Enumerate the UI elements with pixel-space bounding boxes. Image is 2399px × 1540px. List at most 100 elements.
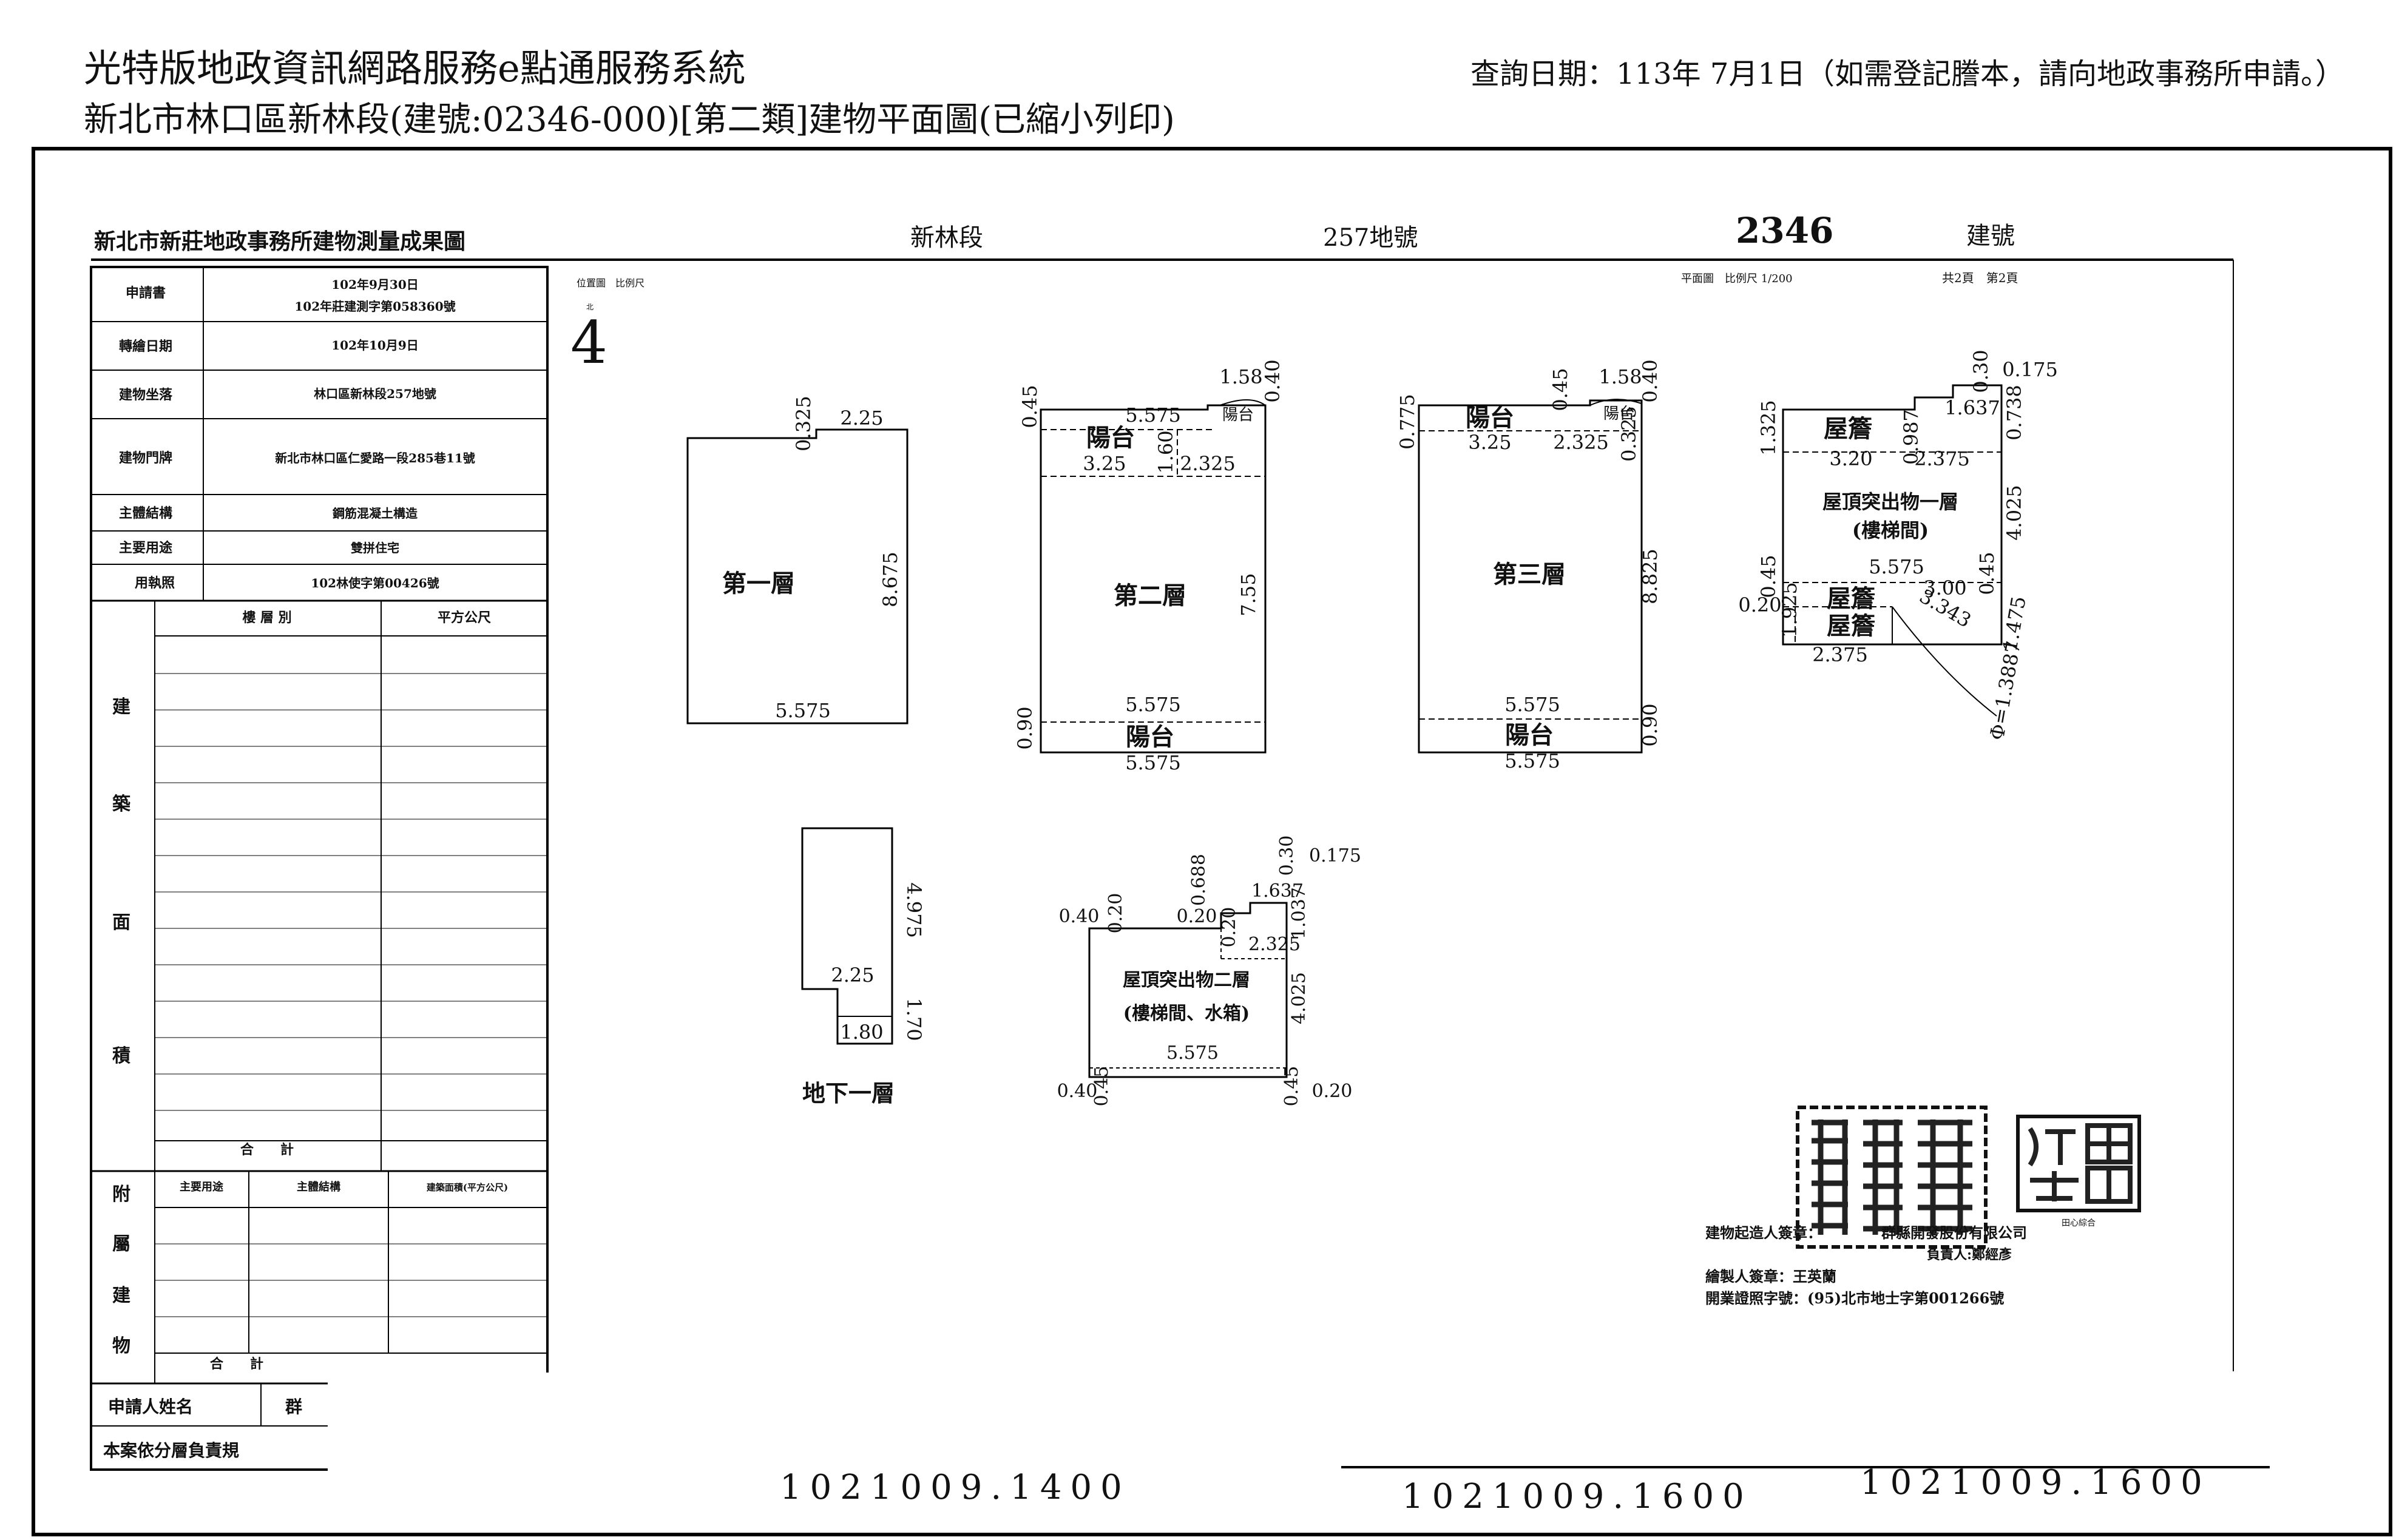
dim-r1-10: 0.45 [1975, 552, 1998, 595]
row-value-address: 新北市林口區仁愛路一段285巷11號 [275, 451, 475, 465]
row-value-application-date: 102年9月30日 [331, 277, 419, 292]
balcony-f3-bottom: 陽台 [1505, 721, 1554, 749]
row-value-permit: 102林使字第00426號 [311, 576, 439, 590]
builder-representative: 負責人:鄭經彥 [1927, 1247, 2012, 1263]
dim-r1-9: 5.575 [1869, 555, 1924, 578]
annex-side-label-3: 建 [112, 1285, 130, 1306]
dim-r2-3: 1.637 [1251, 880, 1304, 902]
balcony-f3-small: 陽台 [1603, 405, 1635, 423]
builder-signature-label: 建物起造人簽章： [1705, 1224, 1822, 1241]
floor-name-third: 第三層 [1493, 560, 1566, 589]
col-header-floor: 樓 層 別 [242, 610, 291, 626]
dim-r2-0: 0.688 [1188, 854, 1210, 906]
annex-col-structure: 主體結構 [297, 1180, 340, 1194]
dim-r1-4: 1.325 [1757, 400, 1780, 456]
dim-f3-1: 0.45 [1549, 368, 1572, 411]
dim-f3-7: 8.825 [1639, 549, 1662, 604]
round-seal-text: 田心綜合 [2062, 1218, 2096, 1228]
floor-name-second: 第二層 [1114, 581, 1186, 610]
dim-r1-12: 0.45 [1757, 555, 1780, 598]
dim-b1-1: 2.25 [831, 964, 874, 987]
building-number-label: 建號 [1966, 222, 2015, 250]
row-value-usage: 雙拼住宅 [351, 541, 399, 555]
dim-r2-14: 0.45 [1281, 1066, 1302, 1107]
page-count: 共2頁 第2頁 [1942, 271, 2018, 285]
north-arrow-label: 北 [586, 303, 594, 311]
row-value-application-no: 102年莊建測字第058360號 [294, 299, 455, 314]
dim-f2-8: 5.575 [1125, 693, 1181, 716]
dim-f2-10: 5.575 [1125, 751, 1181, 774]
floor-plan-basement: 地下一層 4.975 2.25 1.70 1.80 [801, 827, 925, 1107]
plan-scale: 平面圖 比例尺 1/200 [1681, 272, 1793, 285]
row-value-location: 林口區新林段257地號 [314, 387, 436, 401]
dim-r1-6: 3.20 [1829, 447, 1872, 470]
round-seal-stamp: 田心綜合 [2016, 1115, 2141, 1228]
dim-f3-6: 0.325 [1617, 406, 1640, 462]
floor-plan-first: 第一層 0.325 2.25 8.675 5.575 [686, 396, 909, 724]
dim-r1-1: 0.175 [2002, 358, 2058, 381]
dim-r1-18: Φ=1.3887 [1985, 640, 2025, 742]
balcony-f3-top: 陽台 [1466, 404, 1514, 432]
dim-f1-0: 0.325 [792, 396, 815, 451]
floor-plan-second: 陽台 陽台 第二層 陽台 0.45 1.58 0.40 5.575 1.60 3… [1013, 359, 1284, 774]
dim-r2-6: 0.20 [1177, 906, 1217, 927]
dim-b1-3: 1.80 [840, 1021, 883, 1044]
row-label-structure: 主體結構 [119, 505, 172, 521]
floor-plan-roof-2: 屋頂突出物二層 (樓梯間、水箱) 0.688 0.30 0.175 1.637 … [1057, 836, 1361, 1107]
dim-f3-0: 0.775 [1396, 394, 1419, 450]
floor-plan-roof-1: 屋簷 屋頂突出物一層 (樓梯間) 屋簷 屋簷 0.30 0.175 1.637 … [1738, 350, 2057, 741]
system-title: 光特版地政資訊網路服務e點通服務系統 [84, 46, 746, 90]
floor-name-basement: 地下一層 [802, 1079, 895, 1107]
applicant-label: 申請人姓名 [108, 1397, 193, 1417]
dim-r2-15: 0.20 [1312, 1081, 1353, 1102]
dim-r2-5: 0.20 [1105, 893, 1126, 934]
license-number: 開業證照字號：(95)北市地士字第001266號 [1705, 1289, 2004, 1307]
info-table [90, 266, 549, 1471]
dim-r1-3: 0.738 [2003, 385, 2026, 441]
bottom-code-1: 1021009.1400 [780, 1468, 1131, 1507]
dim-r2-11: 5.575 [1166, 1042, 1219, 1064]
dim-f3-3: 0.40 [1639, 359, 1662, 402]
roof1-eave-lower-top: 屋簷 [1827, 584, 1875, 613]
dim-f2-7: 7.55 [1237, 573, 1260, 616]
annex-col-area: 建築面積(平方公尺) [427, 1182, 508, 1193]
dim-f3-5: 2.325 [1553, 431, 1609, 454]
bottom-code-2: 1021009.1600 [1402, 1477, 1753, 1516]
dim-r1-11: 3.00 [1923, 576, 1966, 599]
side-label-1: 建 [112, 697, 130, 718]
plan-sheet-frame: 新北市新莊地政事務所建物測量成果圖 新林段 257地號 2346 建號 位置圖 … [32, 147, 2392, 1536]
dim-f2-5: 3.25 [1083, 452, 1126, 475]
location-scale: 位置圖 比例尺 [577, 277, 645, 289]
row-value-structure: 鋼筋混凝土構造 [333, 506, 418, 521]
dim-r2-7: 0.20 [1219, 907, 1240, 948]
dim-r2-2: 0.175 [1309, 845, 1361, 866]
dim-f3-8: 5.575 [1504, 693, 1560, 716]
section-name: 新林段 [910, 224, 983, 252]
area-total-label: 合 計 [240, 1142, 294, 1158]
bottom-mask [734, 1468, 1220, 1484]
dim-r1-2: 1.637 [1944, 396, 2000, 419]
dim-r2-4: 0.40 [1059, 906, 1100, 927]
dim-r2-12: 0.40 [1057, 1081, 1098, 1102]
dim-f2-0: 0.45 [1018, 385, 1041, 428]
row-label-usage: 主要用途 [119, 540, 173, 556]
balcony-f2-top: 陽台 [1086, 424, 1135, 452]
document-title: 新北市林口區新林段(建號:02346-000)[第二類]建物平面圖(已縮小列印) [84, 100, 1175, 140]
row-value-redraw-date: 102年10月9日 [331, 338, 419, 353]
dim-f3-4: 3.25 [1468, 431, 1511, 454]
dim-r2-1: 0.30 [1276, 836, 1298, 876]
dim-r2-9: 1.037 [1288, 887, 1310, 939]
side-label-4: 積 [112, 1045, 130, 1067]
row-label-location: 建物坐落 [119, 387, 173, 403]
side-label-2: 築 [112, 794, 131, 815]
office-title: 新北市新莊地政事務所建物測量成果圖 [94, 229, 465, 254]
survey-sheet: 新北市新莊地政事務所建物測量成果圖 新林段 257地號 2346 建號 位置圖 … [90, 210, 2270, 1516]
floor-name-first: 第一層 [722, 569, 795, 598]
dim-r1-14: 1.925 [1778, 582, 1801, 638]
bottom-code-3: 1021009.1600 [1860, 1463, 2211, 1502]
dim-f1-1: 2.25 [840, 407, 883, 430]
drafter-signature: 繪製人簽章：王英蘭 [1705, 1268, 1836, 1285]
dim-r2-13: 0.45 [1091, 1066, 1112, 1107]
dim-f2-1: 1.58 [1219, 365, 1262, 388]
dim-b1-2: 1.70 [902, 998, 925, 1041]
